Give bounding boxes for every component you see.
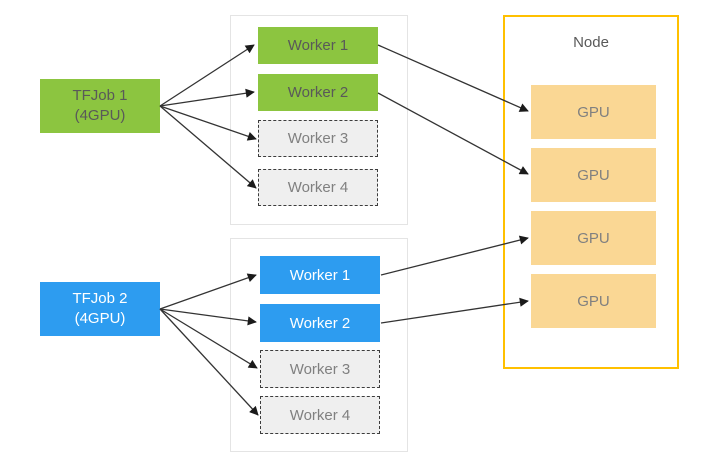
tfjob2-name: TFJob 2 — [72, 289, 128, 307]
worker-label: Worker 2 — [289, 314, 351, 332]
gpu1-box: GPU — [531, 85, 656, 139]
gpu2-box: GPU — [531, 148, 656, 202]
tfjob2-worker4-box: Worker 4 — [260, 396, 380, 434]
node-title: Node — [573, 34, 609, 51]
gpu4-box: GPU — [531, 274, 656, 328]
gpu-label: GPU — [577, 229, 610, 247]
tfjob1-worker4-box: Worker 4 — [258, 169, 378, 206]
tfjob2-worker3-box: Worker 3 — [260, 350, 380, 388]
tfjob2-box: TFJob 2 (4GPU) — [40, 282, 160, 336]
gpu-label: GPU — [577, 103, 610, 121]
tfjob1-worker1-box: Worker 1 — [258, 27, 378, 64]
tfjob1-worker2-box: Worker 2 — [258, 74, 378, 111]
worker-label: Worker 4 — [289, 406, 351, 424]
gpu-label: GPU — [577, 166, 610, 184]
worker-label: Worker 3 — [287, 130, 349, 147]
tfjob2-worker2-box: Worker 2 — [260, 304, 380, 342]
gpu3-box: GPU — [531, 211, 656, 265]
worker-label: Worker 1 — [289, 266, 351, 284]
worker-label: Worker 4 — [287, 179, 349, 196]
worker-label: Worker 1 — [287, 37, 349, 54]
worker-label: Worker 2 — [287, 84, 349, 101]
tfjob1-capacity: (4GPU) — [74, 107, 126, 124]
tfjob2-worker1-box: Worker 1 — [260, 256, 380, 294]
gpu-label: GPU — [577, 292, 610, 310]
tfjob1-worker3-box: Worker 3 — [258, 120, 378, 157]
tfjob1-box: TFJob 1 (4GPU) — [40, 79, 160, 133]
tfjob1-name: TFJob 1 — [72, 86, 128, 104]
worker-label: Worker 3 — [289, 360, 351, 378]
tfjob2-capacity: (4GPU) — [74, 310, 126, 327]
